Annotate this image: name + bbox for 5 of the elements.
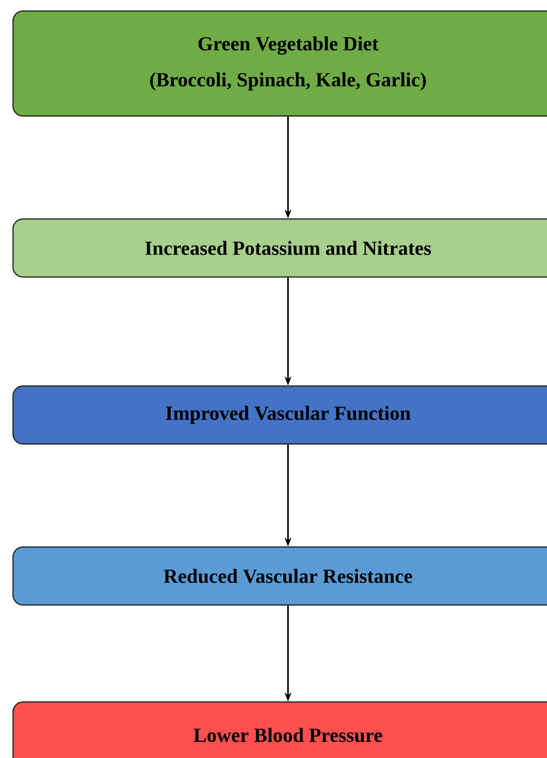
process-box: Improved Vascular Function: [12, 385, 547, 445]
process-box: Increased Potassium and Nitrates: [12, 218, 547, 278]
process-box: Green Vegetable Diet (Broccoli, Spinach, Kale, Garlic): [12, 10, 547, 117]
process-box: Reduced Vascular Resistance: [12, 546, 547, 606]
result-box: Lower Blood Pressure: [12, 701, 547, 758]
